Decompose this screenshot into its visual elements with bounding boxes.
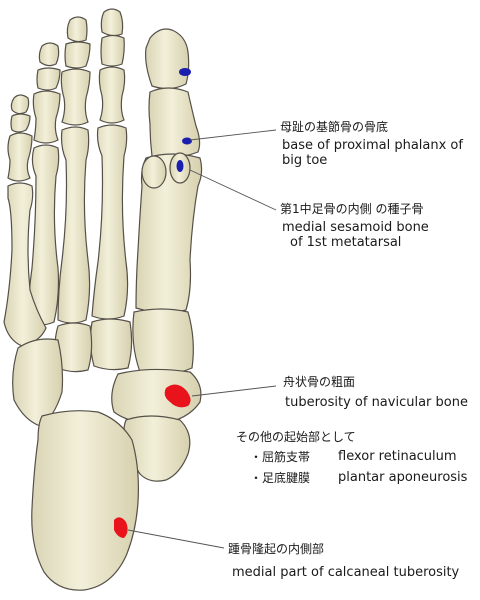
proximal-phalanx-label-en-line1: base of proximal phalanx of bbox=[282, 138, 463, 153]
tarsal-bones bbox=[12, 308, 202, 591]
medial-cuneiform bbox=[132, 308, 194, 375]
intermediate-cuneiform bbox=[89, 318, 133, 371]
second-toe-bones bbox=[91, 8, 129, 320]
metatarsal-4 bbox=[27, 144, 60, 326]
proximal-phalanx-3 bbox=[60, 68, 91, 126]
fourth-toe-bones bbox=[27, 42, 61, 326]
middle-phalanx-3 bbox=[64, 41, 91, 69]
phalanx-base-insertion-marker bbox=[182, 137, 192, 145]
sesamoid-insertion-marker bbox=[176, 160, 184, 172]
leader-line-sesamoid bbox=[189, 169, 277, 211]
proximal-phalanx-insertion-marker bbox=[179, 68, 191, 76]
distal-phalanx-5 bbox=[10, 94, 30, 115]
plantar-aponeurosis-label-en: plantar aponeurosis bbox=[338, 470, 468, 485]
distal-phalanx-2 bbox=[100, 8, 124, 37]
third-toe-bones bbox=[57, 16, 91, 324]
leader-line-calcaneal bbox=[127, 529, 225, 549]
distal-phalanx-1 bbox=[145, 28, 190, 90]
metatarsal-2 bbox=[91, 124, 129, 320]
flexor-retinaculum-label-jp: ・屈筋支帯 bbox=[250, 450, 311, 464]
navicular-label-en: tuberosity of navicular bone bbox=[285, 395, 468, 410]
other-origins-heading: その他の起始部として bbox=[236, 430, 356, 444]
middle-phalanx-2 bbox=[100, 34, 125, 67]
distal-phalanx-3 bbox=[66, 16, 88, 43]
navicular-origin-marker bbox=[164, 384, 191, 408]
proximal-phalanx-label-jp: 母趾の基節骨の骨底 bbox=[280, 120, 389, 134]
proximal-phalanx-5 bbox=[7, 132, 33, 182]
calcaneal-origin-marker bbox=[114, 517, 128, 538]
navicular-label-jp: 舟状骨の粗面 bbox=[283, 375, 356, 389]
fifth-toe-bones bbox=[3, 94, 47, 347]
proximal-phalanx-2 bbox=[98, 66, 126, 124]
navicular-bone bbox=[111, 368, 202, 425]
metatarsal-1 bbox=[135, 153, 203, 314]
leader-line-navicular bbox=[191, 385, 277, 397]
proximal-phalanx-4 bbox=[32, 90, 61, 144]
sesamoid-label-en-line1: medial sesamoid bone bbox=[282, 220, 429, 235]
flexor-retinaculum-label-en: flexor retinaculum bbox=[338, 449, 457, 464]
middle-phalanx-4 bbox=[36, 67, 61, 91]
lateral-sesamoid bbox=[141, 155, 167, 189]
plantar-aponeurosis-label-jp: ・足底腱膜 bbox=[250, 471, 311, 485]
calcaneal-label-en: medial part of calcaneal tuberosity bbox=[232, 565, 460, 580]
middle-phalanx-5 bbox=[10, 113, 31, 133]
distal-phalanx-4 bbox=[38, 42, 60, 67]
leader-line-proximal-phalanx bbox=[189, 129, 277, 141]
calcaneus bbox=[31, 410, 139, 591]
sesamoid-label-jp: 第1中足骨の内側 の種子骨 bbox=[280, 202, 424, 216]
calcaneal-label-jp: 踵骨隆起の内側部 bbox=[228, 542, 325, 556]
sesamoid-label-en-line2: of 1st metatarsal bbox=[290, 235, 402, 250]
metatarsal-3 bbox=[57, 126, 91, 324]
metatarsal-5 bbox=[3, 182, 47, 347]
proximal-phalanx-label-en-line2: big toe bbox=[282, 153, 328, 168]
proximal-phalanx-1 bbox=[148, 87, 201, 158]
